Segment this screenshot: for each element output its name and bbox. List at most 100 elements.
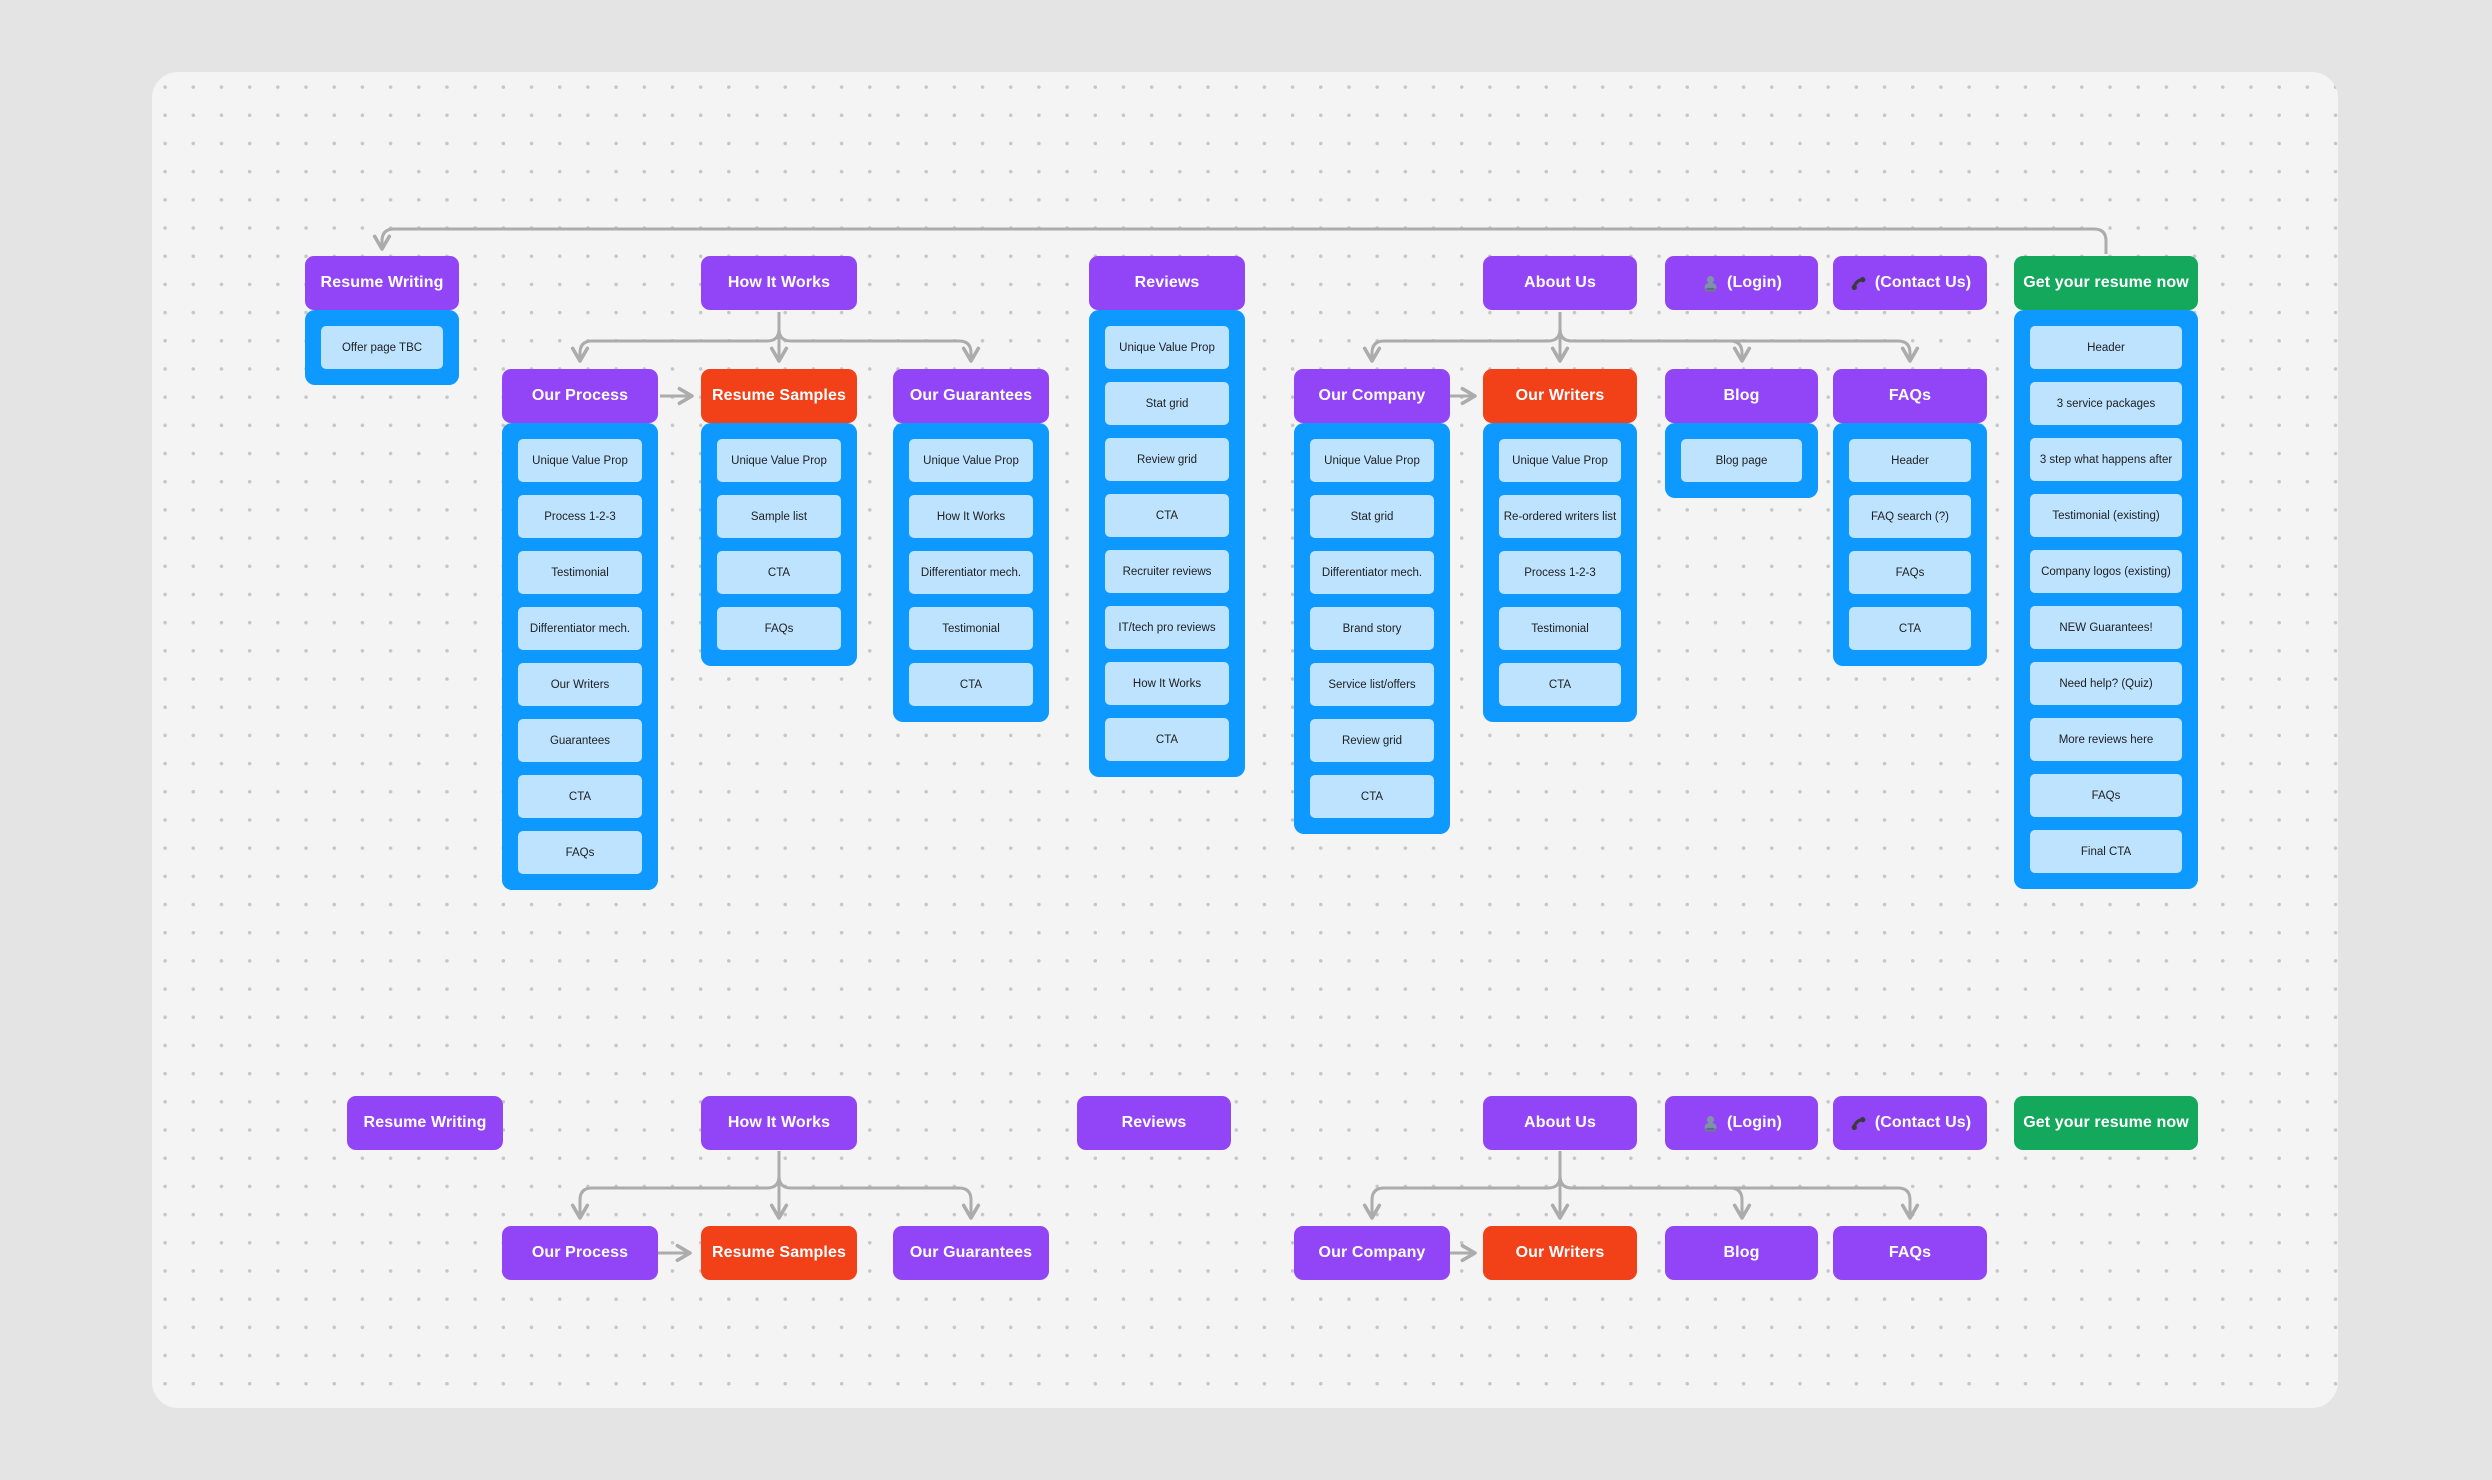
- section-item[interactable]: Differentiator mech.: [909, 551, 1033, 594]
- node-bottom-our-company[interactable]: Our Company: [1294, 1226, 1450, 1280]
- node-faqs[interactable]: FAQs: [1833, 369, 1987, 423]
- node-label: (Login): [1727, 274, 1782, 291]
- section-item[interactable]: CTA: [1105, 494, 1229, 537]
- section-item[interactable]: CTA: [518, 775, 642, 818]
- node-bottom-faqs[interactable]: FAQs: [1833, 1226, 1987, 1280]
- section-item[interactable]: FAQs: [518, 831, 642, 874]
- section-item[interactable]: Process 1-2-3: [1499, 551, 1621, 594]
- section-item[interactable]: Differentiator mech.: [518, 607, 642, 650]
- node-bottom-contact-us[interactable]: (Contact Us): [1833, 1096, 1987, 1150]
- section-item[interactable]: Stat grid: [1105, 382, 1229, 425]
- section-item[interactable]: IT/tech pro reviews: [1105, 606, 1229, 649]
- section-item[interactable]: Need help? (Quiz): [2030, 662, 2182, 705]
- section-item[interactable]: 3 step what happens after: [2030, 438, 2182, 481]
- node-bottom-our-process[interactable]: Our Process: [502, 1226, 658, 1280]
- node-contact-us[interactable]: (Contact Us): [1833, 256, 1987, 310]
- node-blog[interactable]: Blog: [1665, 369, 1818, 423]
- node-label: How It Works: [727, 1114, 831, 1131]
- node-about-us[interactable]: About Us: [1483, 256, 1637, 310]
- node-bottom-get-resume-now[interactable]: Get your resume now: [2014, 1096, 2198, 1150]
- node-bottom-our-writers[interactable]: Our Writers: [1483, 1226, 1637, 1280]
- node-bottom-resume-samples[interactable]: Resume Samples: [701, 1226, 857, 1280]
- phone-receiver-icon: [1851, 1116, 1866, 1130]
- node-get-resume-now-sections[interactable]: Header 3 service packages 3 step what happ…: [2014, 310, 2198, 889]
- section-item[interactable]: FAQ search (?): [1849, 495, 1971, 538]
- section-item[interactable]: CTA: [717, 551, 841, 594]
- node-how-it-works[interactable]: How It Works: [701, 256, 857, 310]
- section-item[interactable]: CTA: [1105, 718, 1229, 761]
- section-item[interactable]: How It Works: [909, 495, 1033, 538]
- section-item[interactable]: Testimonial (existing): [2030, 494, 2182, 537]
- section-item[interactable]: Header: [2030, 326, 2182, 369]
- node-bottom-reviews[interactable]: Reviews: [1077, 1096, 1231, 1150]
- node-our-process[interactable]: Our Process: [502, 369, 658, 423]
- section-item[interactable]: CTA: [1499, 663, 1621, 706]
- node-resume-samples[interactable]: Resume Samples: [701, 369, 857, 423]
- section-item[interactable]: Review grid: [1310, 719, 1434, 762]
- section-item[interactable]: Unique Value Prop: [1310, 439, 1434, 482]
- node-label: Resume Samples: [712, 387, 846, 404]
- section-item[interactable]: Testimonial: [909, 607, 1033, 650]
- node-bottom-blog[interactable]: Blog: [1665, 1226, 1818, 1280]
- section-item[interactable]: FAQs: [717, 607, 841, 650]
- section-item[interactable]: Review grid: [1105, 438, 1229, 481]
- node-label: About Us: [1524, 274, 1596, 291]
- section-item[interactable]: Unique Value Prop: [518, 439, 642, 482]
- node-label: (Contact Us): [1874, 1114, 1972, 1131]
- section-item[interactable]: CTA: [909, 663, 1033, 706]
- node-bottom-our-guarantees[interactable]: Our Guarantees: [893, 1226, 1049, 1280]
- node-reviews[interactable]: Reviews: [1089, 256, 1245, 310]
- node-login[interactable]: (Login): [1665, 256, 1818, 310]
- section-item[interactable]: NEW Guarantees!: [2030, 606, 2182, 649]
- section-item[interactable]: More reviews here: [2030, 718, 2182, 761]
- node-resume-writing-sections[interactable]: Offer page TBC: [305, 310, 459, 385]
- section-item[interactable]: Re-ordered writers list: [1499, 495, 1621, 538]
- section-item[interactable]: Differentiator mech.: [1310, 551, 1434, 594]
- section-item[interactable]: Guarantees: [518, 719, 642, 762]
- section-item[interactable]: Stat grid: [1310, 495, 1434, 538]
- node-resume-writing[interactable]: Resume Writing: [305, 256, 459, 310]
- section-item[interactable]: Process 1-2-3: [518, 495, 642, 538]
- section-item[interactable]: Testimonial: [1499, 607, 1621, 650]
- node-blog-sections[interactable]: Blog page: [1665, 423, 1818, 498]
- node-our-company[interactable]: Our Company: [1294, 369, 1450, 423]
- section-item[interactable]: Final CTA: [2030, 830, 2182, 873]
- section-item[interactable]: FAQs: [2030, 774, 2182, 817]
- node-bottom-resume-writing[interactable]: Resume Writing: [347, 1096, 503, 1150]
- section-item[interactable]: Unique Value Prop: [1105, 326, 1229, 369]
- whiteboard-canvas[interactable]: [152, 72, 2338, 1408]
- section-item[interactable]: Sample list: [717, 495, 841, 538]
- section-item[interactable]: CTA: [1310, 775, 1434, 818]
- section-item[interactable]: Offer page TBC: [321, 326, 443, 369]
- section-item[interactable]: Unique Value Prop: [909, 439, 1033, 482]
- node-bottom-about-us[interactable]: About Us: [1483, 1096, 1637, 1150]
- section-item[interactable]: Brand story: [1310, 607, 1434, 650]
- node-our-writers[interactable]: Our Writers: [1483, 369, 1637, 423]
- section-item[interactable]: Recruiter reviews: [1105, 550, 1229, 593]
- section-item[interactable]: Company logos (existing): [2030, 550, 2182, 593]
- section-item[interactable]: Unique Value Prop: [717, 439, 841, 482]
- section-item[interactable]: Service list/offers: [1310, 663, 1434, 706]
- section-item[interactable]: Blog page: [1681, 439, 1802, 482]
- node-our-guarantees[interactable]: Our Guarantees: [893, 369, 1049, 423]
- section-item[interactable]: Testimonial: [518, 551, 642, 594]
- node-bottom-login[interactable]: (Login): [1665, 1096, 1818, 1150]
- section-item[interactable]: How It Works: [1105, 662, 1229, 705]
- section-item[interactable]: Unique Value Prop: [1499, 439, 1621, 482]
- section-item[interactable]: CTA: [1849, 607, 1971, 650]
- node-get-resume-now[interactable]: Get your resume now: [2014, 256, 2198, 310]
- node-bottom-how-it-works[interactable]: How It Works: [701, 1096, 857, 1150]
- section-item[interactable]: FAQs: [1849, 551, 1971, 594]
- node-label: Reviews: [1121, 1114, 1187, 1131]
- node-label: Get your resume now: [2023, 1114, 2189, 1131]
- section-item[interactable]: 3 service packages: [2030, 382, 2182, 425]
- section-item[interactable]: Header: [1849, 439, 1971, 482]
- section-item[interactable]: Our Writers: [518, 663, 642, 706]
